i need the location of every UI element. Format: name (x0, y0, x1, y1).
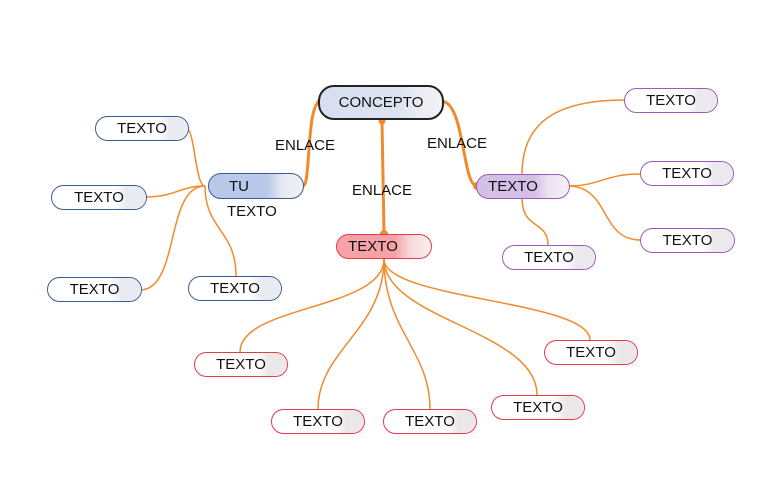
connector-center-to-4 (383, 258, 538, 396)
link-left-line (301, 99, 322, 188)
center-child-node-1[interactable]: TEXTO (194, 352, 288, 377)
left-child-label-3: TEXTO (69, 281, 120, 298)
right-child-label-1: TEXTO (646, 92, 696, 109)
link-label-center: ENLACE (352, 182, 413, 199)
node-sheen (702, 229, 734, 252)
connector-tu-to-bottom (204, 185, 237, 277)
hub-center-node[interactable]: TEXTO (336, 234, 432, 259)
connector-tu-to-bottomleft (139, 185, 206, 291)
node-sheen (332, 410, 364, 433)
hub-right-node[interactable]: TEXTO (476, 174, 570, 199)
node-sheen (114, 186, 146, 209)
center-child-label-4: TEXTO (513, 399, 563, 416)
center-child-label-5: TEXTO (566, 344, 616, 361)
node-sheen (249, 277, 281, 300)
connector-right-to-below (521, 197, 549, 246)
link-right-line (440, 99, 478, 188)
connector-center-to-1 (239, 258, 385, 353)
left-child-label-1: TEXTO (117, 120, 167, 137)
center-child-node-2[interactable]: TEXTO (271, 409, 365, 434)
connector-center-to-2 (317, 258, 385, 410)
right-child-node-3[interactable]: TEXTO (640, 228, 735, 253)
branch-connectors (139, 99, 641, 410)
right-child-label-3: TEXTO (662, 232, 713, 249)
link-center-line (380, 120, 386, 235)
link-label-left: ENLACE (275, 137, 336, 154)
connector-right-to-bottom (567, 185, 641, 241)
center-child-node-5[interactable]: TEXTO (544, 340, 638, 365)
left-child-node-3[interactable]: TEXTO (47, 277, 142, 302)
connector-center-to-5 (383, 258, 591, 341)
node-sheen (685, 89, 717, 112)
connector-center-to-3 (383, 258, 431, 410)
center-child-node-3[interactable]: TEXTO (383, 409, 477, 434)
concept-node[interactable]: CONCEPTO (318, 85, 444, 120)
node-sheen (563, 246, 595, 269)
center-child-node-4[interactable]: TEXTO (491, 395, 585, 420)
hub-left-node[interactable]: TU (208, 173, 304, 199)
left-child-label-2: TEXTO (74, 189, 124, 206)
hub-center-label: TEXTO (348, 238, 398, 255)
center-child-label-2: TEXTO (293, 413, 343, 430)
node-sheen (605, 341, 637, 364)
center-child-label-1: TEXTO (216, 356, 266, 373)
node-sheen (109, 278, 141, 301)
node-sheen (156, 117, 188, 140)
left-child-node-1[interactable]: TEXTO (95, 116, 189, 141)
right-child-node-2[interactable]: TEXTO (640, 161, 734, 186)
connector-right-to-mid (567, 173, 641, 187)
node-sheen (444, 410, 476, 433)
concept-label: CONCEPTO (338, 94, 424, 111)
right-child-node-1[interactable]: TEXTO (624, 88, 718, 113)
hub-left-label: TU (229, 177, 249, 195)
link-label-right: ENLACE (427, 135, 488, 152)
left-child-label-4: TEXTO (210, 280, 260, 297)
center-child-label-3: TEXTO (405, 413, 455, 430)
left-child-node-2[interactable]: TEXTO (51, 185, 147, 210)
right-child-label-2: TEXTO (662, 165, 712, 182)
connector-tu-to-topleft (185, 127, 206, 187)
connector-right-to-top (521, 99, 626, 175)
node-sheen (701, 162, 733, 185)
node-sheen (552, 396, 584, 419)
node-sheen (255, 353, 287, 376)
right-child-node-4[interactable]: TEXTO (502, 245, 596, 270)
left-child-node-4[interactable]: TEXTO (188, 276, 282, 301)
hub-right-label: TEXTO (488, 178, 538, 195)
right-child-label-4: TEXTO (524, 249, 574, 266)
main-links (301, 99, 478, 235)
hub-left-caption: TEXTO (227, 203, 277, 220)
